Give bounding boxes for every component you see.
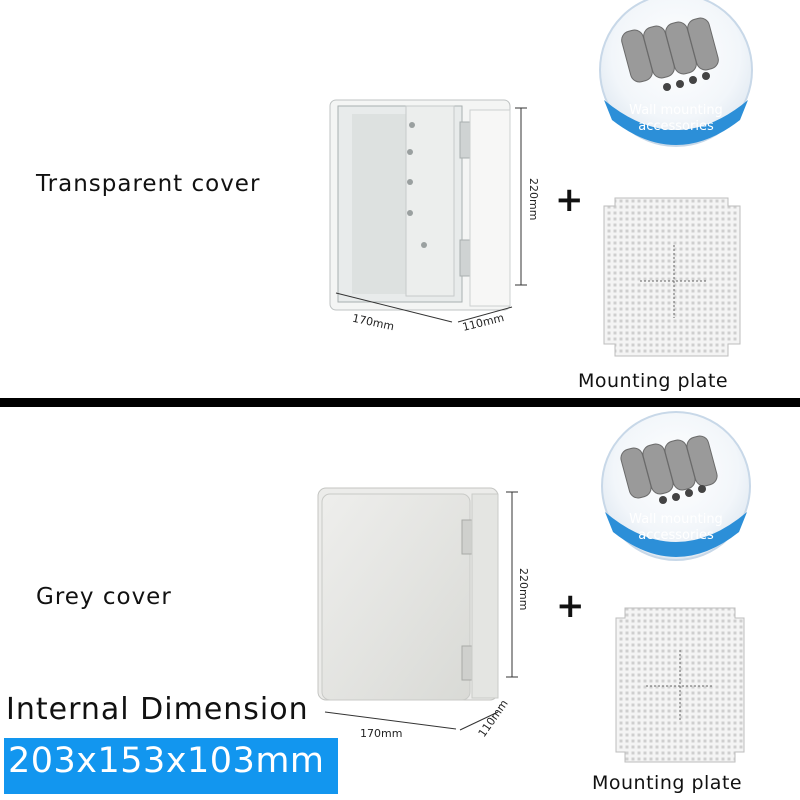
internal-dimension-badge <box>4 738 338 794</box>
top-accessories-line1: Wall mounting <box>629 103 723 118</box>
bottom-width-dimension: 170mm <box>360 727 403 740</box>
bottom-plus-sign: + <box>556 586 585 626</box>
bottom-height-dimension: 220mm <box>517 568 530 611</box>
top-accessories-label: Wall mounting accessories <box>600 103 752 135</box>
top-accessories-circle <box>599 0 753 147</box>
transparent-cover-label: Transparent cover <box>36 171 261 197</box>
transparent-enclosure-image <box>329 99 511 311</box>
bottom-accessories-line1: Wall mounting <box>629 512 723 527</box>
top-height-dimension: 220mm <box>527 178 540 221</box>
top-accessories-line2: accessories <box>638 119 714 134</box>
top-plus-sign: + <box>555 180 584 220</box>
bottom-accessories-circle <box>601 411 751 561</box>
top-dimension-lines <box>335 107 527 323</box>
bottom-accessories-line2: accessories <box>638 528 714 543</box>
bottom-mounting-plate-image <box>615 607 745 763</box>
grey-cover-label: Grey cover <box>36 584 172 610</box>
section-divider <box>0 398 800 407</box>
grey-enclosure-image <box>317 487 499 701</box>
bottom-accessories-label: Wall mounting accessories <box>602 512 750 544</box>
bottom-mounting-plate-label: Mounting plate <box>592 772 743 794</box>
internal-dimension-title: Internal Dimension <box>6 692 309 727</box>
top-mounting-plate-label: Mounting plate <box>578 370 729 392</box>
internal-dimension-value: 203x153x103mm <box>8 741 325 781</box>
bottom-dimension-lines <box>324 491 518 731</box>
top-mounting-plate-image <box>603 197 741 357</box>
